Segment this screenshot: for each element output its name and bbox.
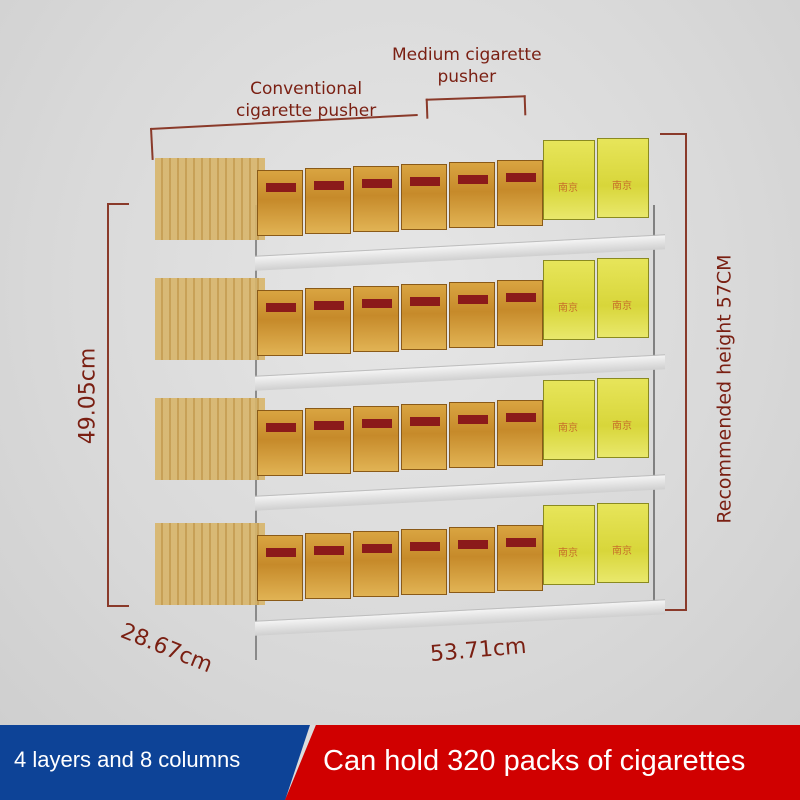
gold-pack — [353, 406, 399, 472]
banner-left-panel — [0, 725, 310, 800]
gold-pack — [257, 170, 303, 236]
gold-pack — [449, 527, 495, 593]
gold-pack — [257, 410, 303, 476]
gold-pack — [305, 408, 351, 474]
bottom-banner: 4 layers and 8 columns Can hold 320 pack… — [0, 725, 800, 800]
yellow-pack: 南京 — [597, 378, 649, 458]
gold-pack — [497, 160, 543, 226]
medium-label-line1: Medium cigarette — [392, 45, 542, 65]
conventional-label-line1: Conventional — [250, 79, 363, 99]
shelf-layer-1: 南京 南京 — [145, 138, 665, 271]
yellow-pack: 南京 — [543, 380, 595, 460]
background — [0, 0, 800, 725]
gold-pack — [401, 164, 447, 230]
conventional-pusher-label: Conventional cigarette pusher — [236, 78, 376, 122]
gold-pack — [449, 402, 495, 468]
cigarette-display-rack: 南京 南京 南京 南京 南京 南京 南京 南京 — [145, 138, 665, 665]
packs-stack — [155, 278, 265, 360]
yellow-pack: 南京 — [597, 258, 649, 338]
medium-pusher-label: Medium cigarette pusher — [392, 44, 542, 88]
gold-pack — [401, 529, 447, 595]
gold-pack — [257, 535, 303, 601]
gold-pack — [305, 533, 351, 599]
capacity-text: Can hold 320 packs of cigarettes — [323, 745, 746, 777]
gold-pack — [497, 525, 543, 591]
packs-stack — [155, 523, 265, 605]
gold-pack — [401, 404, 447, 470]
packs-stack — [155, 158, 265, 240]
yellow-pack: 南京 — [543, 260, 595, 340]
recommended-height-label: Recommended height 57CM — [713, 254, 736, 524]
yellow-pack: 南京 — [597, 138, 649, 218]
medium-label-line2: pusher — [437, 67, 497, 87]
height-dimension-bracket — [107, 203, 129, 607]
banner-right-panel — [285, 725, 800, 800]
gold-pack — [497, 400, 543, 466]
gold-pack — [305, 288, 351, 354]
gold-pack — [353, 166, 399, 232]
gold-pack — [497, 280, 543, 346]
shelf-base — [255, 599, 665, 636]
shelf-layer-3: 南京 南京 — [145, 378, 665, 511]
recommended-height-bracket — [660, 133, 687, 611]
medium-pusher-bracket — [425, 95, 527, 119]
gold-pack — [449, 282, 495, 348]
yellow-pack: 南京 — [543, 505, 595, 585]
front-glass-panel-right — [653, 205, 655, 610]
packs-stack — [155, 398, 265, 480]
shelf-layer-2: 南京 南京 — [145, 258, 665, 391]
yellow-pack: 南京 — [543, 140, 595, 220]
yellow-pack: 南京 — [597, 503, 649, 583]
gold-pack — [257, 290, 303, 356]
conventional-label-line2: cigarette pusher — [236, 101, 377, 121]
gold-pack — [353, 286, 399, 352]
shelf-layer-4: 南京 南京 — [145, 503, 665, 636]
layers-columns-text: 4 layers and 8 columns — [14, 747, 241, 772]
gold-pack — [353, 531, 399, 597]
height-dimension-label: 49.05cm — [75, 347, 101, 445]
gold-pack — [449, 162, 495, 228]
gold-pack — [305, 168, 351, 234]
gold-pack — [401, 284, 447, 350]
